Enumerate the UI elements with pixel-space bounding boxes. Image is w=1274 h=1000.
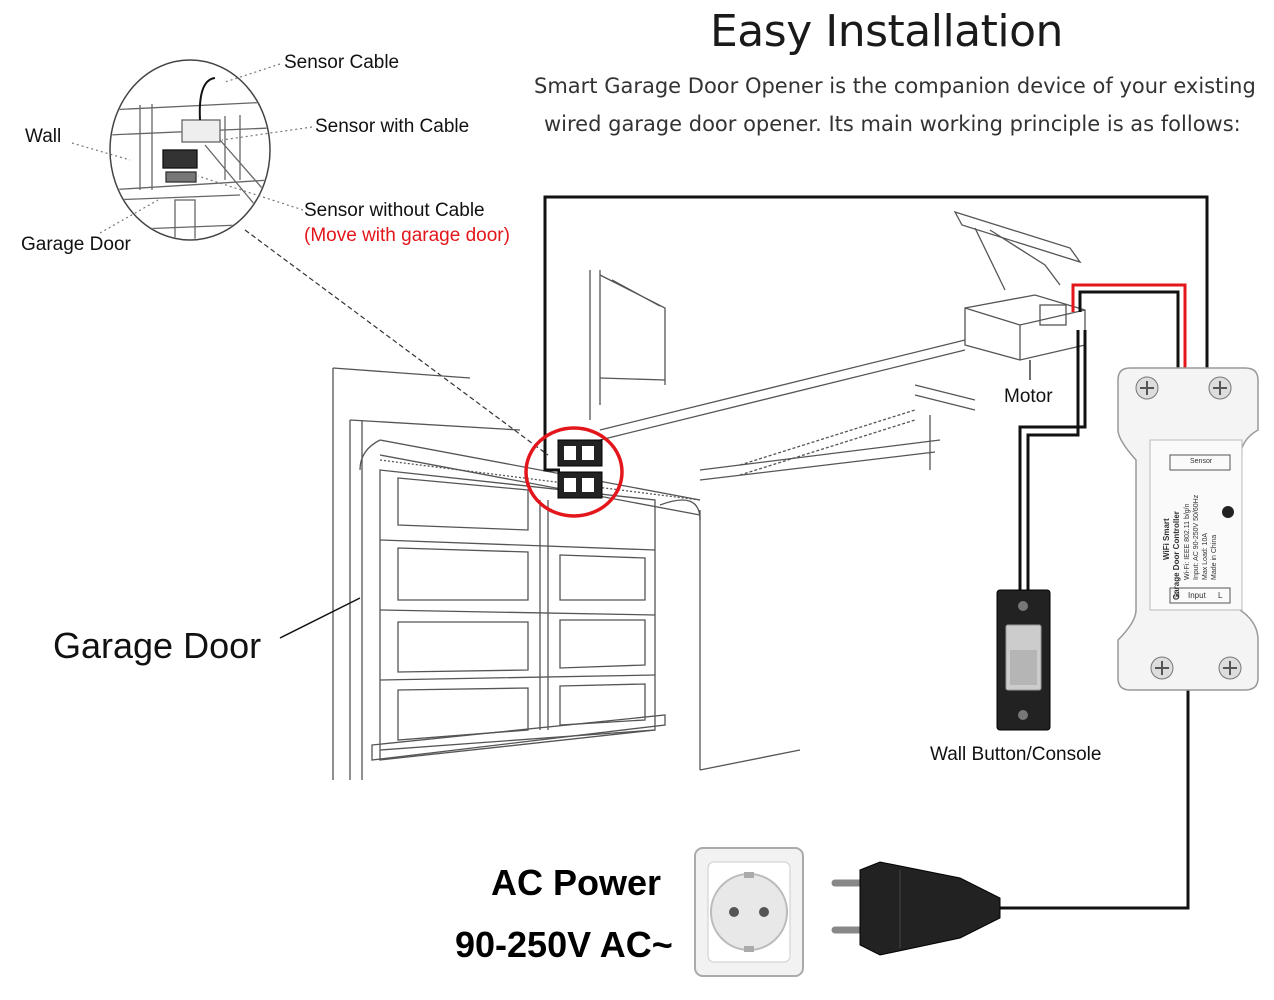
sensor-highlight	[524, 426, 624, 518]
label-sensor-without-cable: Sensor without Cable	[304, 200, 485, 221]
ac-plug	[831, 861, 1001, 956]
smart-controller	[1117, 367, 1259, 691]
label-voltage: 90-250V AC~	[455, 924, 673, 965]
controller-line-5: Max Load: 10A	[1202, 532, 1209, 580]
label-wall: Wall	[25, 126, 62, 147]
controller-input-label: Input	[1188, 591, 1206, 600]
highlight-circle	[524, 426, 624, 518]
controller-line-3: Wi-Fi: IEEE 802.11 b/g/n	[1184, 503, 1191, 580]
garage-line-art	[332, 210, 1086, 780]
label-garage-door-inset: Garage Door	[21, 234, 131, 255]
inset-connector-line	[244, 229, 549, 456]
label-ac-power: AC Power	[491, 862, 662, 903]
garage-door-pointer	[279, 597, 361, 639]
controller-line-1: WiFi Smart	[1162, 518, 1171, 560]
intro-line-1: Smart Garage Door Opener is the companio…	[534, 74, 1256, 98]
label-motor: Motor	[1004, 386, 1053, 407]
controller-line-2: Garage Door Controller	[1172, 511, 1181, 600]
wall-button-device	[996, 589, 1051, 731]
label-wall-button: Wall Button/Console	[930, 744, 1102, 765]
controller-n-label: N	[1174, 591, 1180, 600]
label-move-with-door: (Move with garage door)	[304, 225, 510, 246]
controller-line-6: Made in China	[1211, 534, 1218, 580]
callout-leaders	[71, 63, 313, 234]
intro-line-2: wired garage door opener. Its main worki…	[544, 112, 1241, 136]
sensor-detail-inset	[109, 59, 271, 241]
label-sensor-with-cable: Sensor with Cable	[315, 116, 470, 137]
label-garage-door: Garage Door	[53, 625, 262, 666]
controller-line-4: Input: AC 90-250V 50/60Hz	[1193, 494, 1200, 580]
controller-l-label: L	[1218, 591, 1223, 600]
label-sensor-cable: Sensor Cable	[284, 52, 400, 73]
wall-socket	[694, 847, 804, 977]
page-title: Easy Installation	[710, 6, 1063, 57]
controller-sensor-label: Sensor	[1190, 458, 1213, 465]
wiring	[543, 195, 1209, 910]
